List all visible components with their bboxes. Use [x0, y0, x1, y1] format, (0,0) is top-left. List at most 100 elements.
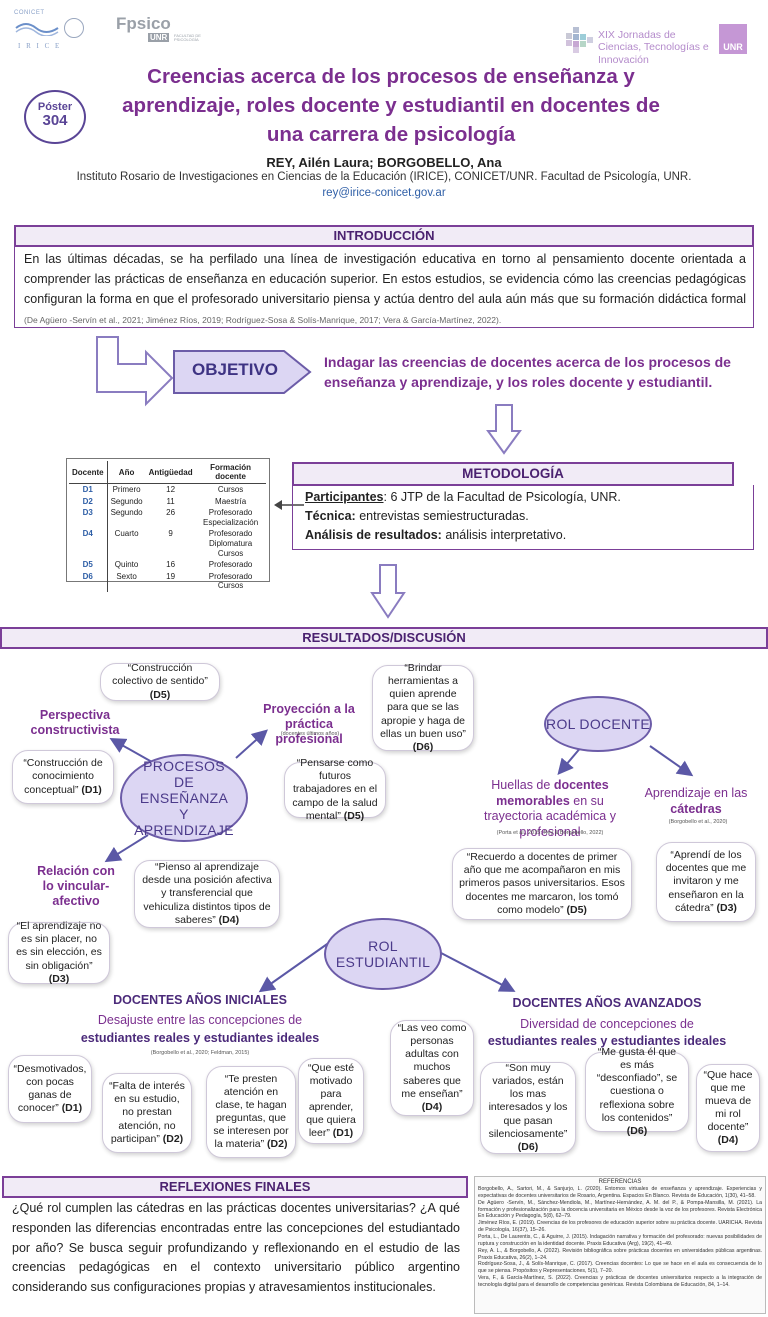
event-title: XIX Jornadas de Ciencias, Tecnologías e …: [598, 29, 709, 66]
quote-author: (D3): [48, 972, 70, 985]
reference-item: Rodríguez-Sosa, J., & Solís-Manrique, C.…: [478, 1261, 762, 1275]
quote-author: (D1): [332, 1127, 354, 1140]
quote-author: (D6): [626, 1124, 648, 1137]
quote-bubble-pensarse: “Pensarse como futuros trabajadores en e…: [284, 757, 386, 822]
table-cell: D3: [69, 507, 108, 529]
quote-text: “Desmotivados, con pocas ganas de conoce…: [13, 1062, 87, 1115]
referencias-box: REFERENCIAS Borgobello, A., Sartori, M.,…: [474, 1176, 766, 1314]
objetivo-label-shape: [173, 350, 312, 394]
referencias-heading: REFERENCIAS: [598, 1179, 642, 1185]
intro-to-objetivo-arrow-icon: [96, 336, 174, 407]
proyeccion-heading: Proyección a la práctica profesional: [263, 702, 355, 746]
table-header-cell: Formación docente: [195, 461, 266, 484]
quote-text: “Brindar herramientas a quien aprende pa…: [380, 662, 466, 740]
table-row: D6 Sexto 19 Profesorado Cursos: [69, 570, 266, 592]
table-cell: Cuarto: [114, 529, 139, 539]
metodologia-tecnica: Técnica: entrevistas semiestructuradas.: [305, 509, 745, 523]
quote-author: (D6): [517, 1140, 539, 1153]
reflexiones-text: ¿Qué rol cumplen las cátedras en las prá…: [12, 1201, 460, 1294]
table-header-cell: Docente: [69, 461, 108, 484]
table-cell: 16: [166, 560, 176, 570]
quote-bubble-construccion-conceptual: “Construcción de conocimiento conceptual…: [12, 750, 114, 804]
table-cell: 19: [166, 571, 176, 581]
huellas-cite: (Porta et al., 2015; Rey & Borgobello, 2…: [496, 830, 604, 836]
metodologia-analisis: Análisis de resultados: análisis interpr…: [305, 528, 745, 542]
reference-item: Borgobello, A., Sartori, M., & Sanjurjo,…: [478, 1186, 762, 1199]
iniciales-sub2: estudiantes reales y estudiantes ideales: [80, 1031, 320, 1045]
quote-author: (D1): [61, 1102, 83, 1115]
quote-author: (D5): [566, 903, 587, 916]
procesos-ellipse: PROCESOS DE ENSEÑANZA Y APRENDIZAJE: [120, 754, 248, 842]
reference-item: Jiménez Ríos, E. (2019). Creencias de lo…: [478, 1220, 762, 1234]
table-row: D1 Primero 12 Cursos: [69, 483, 266, 496]
table-cell: Segundo: [110, 508, 143, 518]
intro-heading: INTRODUCCIÓN: [14, 225, 754, 247]
tecnica-text: entrevistas semiestructuradas.: [355, 509, 529, 523]
aprendizaje-heading: Aprendizaje en las cátedras: [640, 786, 752, 817]
table-cell: D2: [69, 495, 108, 508]
reference-item: Porta, L., De Laurentis, C., & Aguirre, …: [478, 1234, 762, 1247]
huellas-heading: Huellas de docentes memorables en su tra…: [470, 778, 630, 841]
intro-citation: (De Agüero -Servín et al., 2021; Jiménez…: [24, 315, 502, 325]
quote-bubble-mueva: “Que hace que me mueva de mi rol docente…: [696, 1064, 760, 1152]
table-cell: Profesorado Diplomatura Cursos: [208, 529, 253, 558]
email-link[interactable]: rey@irice-conicet.gov.ar: [322, 187, 446, 199]
objetivo-text: Indagar las creencias de docentes acerca…: [324, 354, 731, 391]
table-cell: Profesorado Especialización: [203, 508, 259, 527]
conicet-label: CONICET: [14, 10, 45, 16]
table-row: D2 Segundo 11 Maestría: [69, 495, 266, 508]
fpsico-sub-label: FACULTAD DE PSICOLOGÍA: [174, 33, 201, 43]
participantes-text: : 6 JTP de la Facultad de Psicología, UN…: [383, 490, 621, 504]
fpsico-logo: Fpsico UNR FACULTAD DE PSICOLOGÍA: [116, 14, 216, 46]
reference-item: Rey, A. L., & Borgobello, A. (2022). Rev…: [478, 1247, 762, 1261]
quote-bubble-recuerdo: “Recuerdo a docentes de primer año que m…: [452, 848, 632, 920]
quote-bubble-desmotivados: “Desmotivados, con pocas ganas de conoce…: [8, 1055, 92, 1123]
table-header-cell: Antigüedad: [145, 461, 196, 484]
poster-title: Creencias acerca de los procesos de ense…: [122, 65, 660, 147]
table-cell: Sexto: [116, 571, 137, 581]
quote-text: “Falta de interés en su estudio, no pres…: [109, 1080, 185, 1145]
fpsico-label: Fpsico: [116, 14, 171, 33]
quote-text: “Te presten atención en clase, te hagan …: [213, 1072, 289, 1151]
metodologia-down-arrow-icon: [370, 564, 406, 619]
quote-author: (D2): [162, 1132, 184, 1145]
quote-bubble-aprendi: “Aprendí de los docentes que me invitaro…: [656, 842, 756, 922]
poster-badge-number: 304: [42, 112, 68, 129]
objetivo-label: OBJETIVO: [192, 360, 278, 379]
quote-bubble-placer: “El aprendizaje no es sin placer, no es …: [8, 920, 110, 985]
quote-text: “Recuerdo a docentes de primer año que m…: [459, 851, 625, 916]
table-cell: Segundo: [110, 496, 143, 506]
quote-bubble-motivado: “Que esté motivado para aprender, que qu…: [298, 1058, 364, 1144]
table-cell: Profesorado: [208, 560, 253, 570]
huellas-text: Huellas de: [491, 778, 551, 792]
rol-docente-ellipse: ROL DOCENTE: [544, 696, 652, 752]
metodologia-participantes: Participantes: 6 JTP de la Facultad de P…: [305, 490, 745, 504]
table-cell: D5: [69, 559, 108, 571]
irice-label: I R I C E: [18, 42, 62, 50]
rol-estudiantil-ellipse: ROL ESTUDIANTIL: [324, 918, 442, 990]
quote-author: (D2): [267, 1138, 288, 1151]
aprendizaje-bold: cátedras: [670, 801, 722, 816]
analisis-text: análisis interpretativo.: [441, 528, 567, 542]
iniciales-sub1: Desajuste entre las concepciones de: [97, 1013, 303, 1027]
authors: REY, Ailén Laura; BORGOBELLO, Ana: [266, 155, 502, 170]
irice-seal-icon: [64, 18, 84, 38]
quote-bubble-falta: “Falta de interés en su estudio, no pres…: [102, 1073, 192, 1153]
avanzados-sub2: estudiantes reales y estudiantes ideales: [487, 1034, 727, 1048]
event-unr-badge: UNR: [719, 24, 747, 54]
aprendizaje-text: Aprendizaje en las: [644, 786, 748, 800]
reference-item: De Agüero -Servín, M., Sánchez-Mendiola,…: [478, 1199, 762, 1220]
institution: Instituto Rosario de Investigaciones en …: [76, 171, 692, 183]
participantes-label: Participantes: [305, 490, 384, 504]
fpsico-unr-label: UNR: [148, 33, 170, 42]
table-cell: 12: [166, 485, 176, 494]
quote-author: (D3): [716, 901, 737, 914]
quote-author: (D5): [149, 688, 171, 701]
event-grid-icon: [566, 27, 594, 53]
table-row: D4 Cuarto 9 Profesorado Diplomatura Curs…: [69, 528, 266, 560]
quote-text: “Las veo como personas adultas con mucho…: [397, 1022, 467, 1100]
quote-author: (D4): [717, 1134, 739, 1147]
quote-author: (D4): [421, 1100, 443, 1113]
table-cell: Quinto: [114, 560, 139, 570]
quote-bubble-brindar: “Brindar herramientas a quien aprende pa…: [372, 662, 474, 753]
